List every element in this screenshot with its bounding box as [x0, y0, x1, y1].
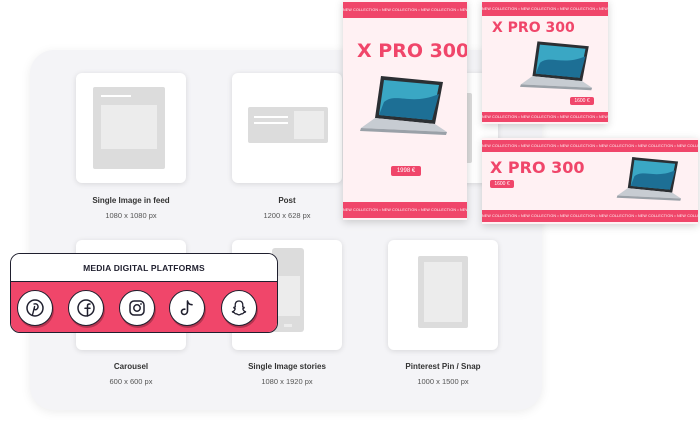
format-dimensions: 1080 x 1080 px	[105, 211, 157, 220]
ad-product-title: X PRO 300	[492, 20, 575, 36]
format-dimensions: 1080 x 1920 px	[261, 377, 313, 386]
ad-creative-vertical[interactable]: NEW COLLECTION • NEW COLLECTION • NEW CO…	[343, 0, 467, 220]
media-platforms-title: MEDIA DIGITAL PLATFORMS	[11, 254, 277, 282]
tiktok-icon	[180, 300, 193, 316]
ad-product-title: X PRO 300	[357, 40, 467, 62]
facebook-icon	[77, 299, 95, 317]
ad-top-band: NEW COLLECTION • NEW COLLECTION • NEW CO…	[343, 2, 467, 18]
ad-creative-landscape[interactable]: NEW COLLECTION • NEW COLLECTION • NEW CO…	[482, 138, 698, 224]
format-dimensions: 1000 x 1500 px	[417, 377, 469, 386]
tiktok-button[interactable]	[169, 290, 205, 326]
snapchat-button[interactable]	[221, 290, 257, 326]
instagram-icon	[129, 300, 145, 316]
instagram-button[interactable]	[119, 290, 155, 326]
ad-price-tag: 1600 €	[490, 180, 514, 188]
feed-image-placeholder	[101, 105, 157, 149]
format-tile-pinterest[interactable]	[388, 240, 498, 350]
ad-bottom-band: NEW COLLECTION • NEW COLLECTION • NEW CO…	[482, 210, 698, 222]
ad-bottom-band: NEW COLLECTION • NEW COLLECTION • NEW CO…	[343, 202, 467, 218]
format-tile-post[interactable]	[232, 73, 342, 183]
ad-creative-square[interactable]: NEW COLLECTION • NEW COLLECTION • NEW CO…	[482, 0, 608, 124]
format-name: Pinterest Pin / Snap	[405, 362, 481, 371]
pinterest-button[interactable]	[17, 290, 53, 326]
laptop-image	[520, 41, 593, 91]
facebook-button[interactable]	[68, 290, 104, 326]
media-icons-row	[11, 282, 277, 332]
ad-top-band: NEW COLLECTION • NEW COLLECTION • NEW CO…	[482, 2, 608, 16]
format-name: Post	[278, 196, 296, 205]
format-dimensions: 600 x 600 px	[109, 377, 153, 386]
ad-price-tag: 1998 €	[391, 166, 421, 176]
ad-product-title: X PRO 300	[490, 158, 585, 177]
laptop-image	[360, 76, 447, 135]
format-name: Single Image stories	[248, 362, 326, 371]
format-name: Single Image in feed	[92, 196, 170, 205]
ad-bottom-band: NEW COLLECTION • NEW COLLECTION • NEW CO…	[482, 112, 608, 122]
format-name: Carousel	[113, 362, 149, 371]
laptop-image	[616, 157, 682, 201]
media-platforms-card: MEDIA DIGITAL PLATFORMS	[10, 253, 278, 333]
ad-price-tag: 1600 €	[570, 97, 594, 105]
format-tile-single-image-feed[interactable]	[76, 73, 186, 183]
post-image-placeholder	[294, 111, 324, 139]
ad-top-band: NEW COLLECTION • NEW COLLECTION • NEW CO…	[482, 140, 698, 152]
pinterest-icon	[26, 299, 44, 317]
snapchat-icon	[231, 300, 247, 316]
format-dimensions: 1200 x 628 px	[263, 211, 311, 220]
